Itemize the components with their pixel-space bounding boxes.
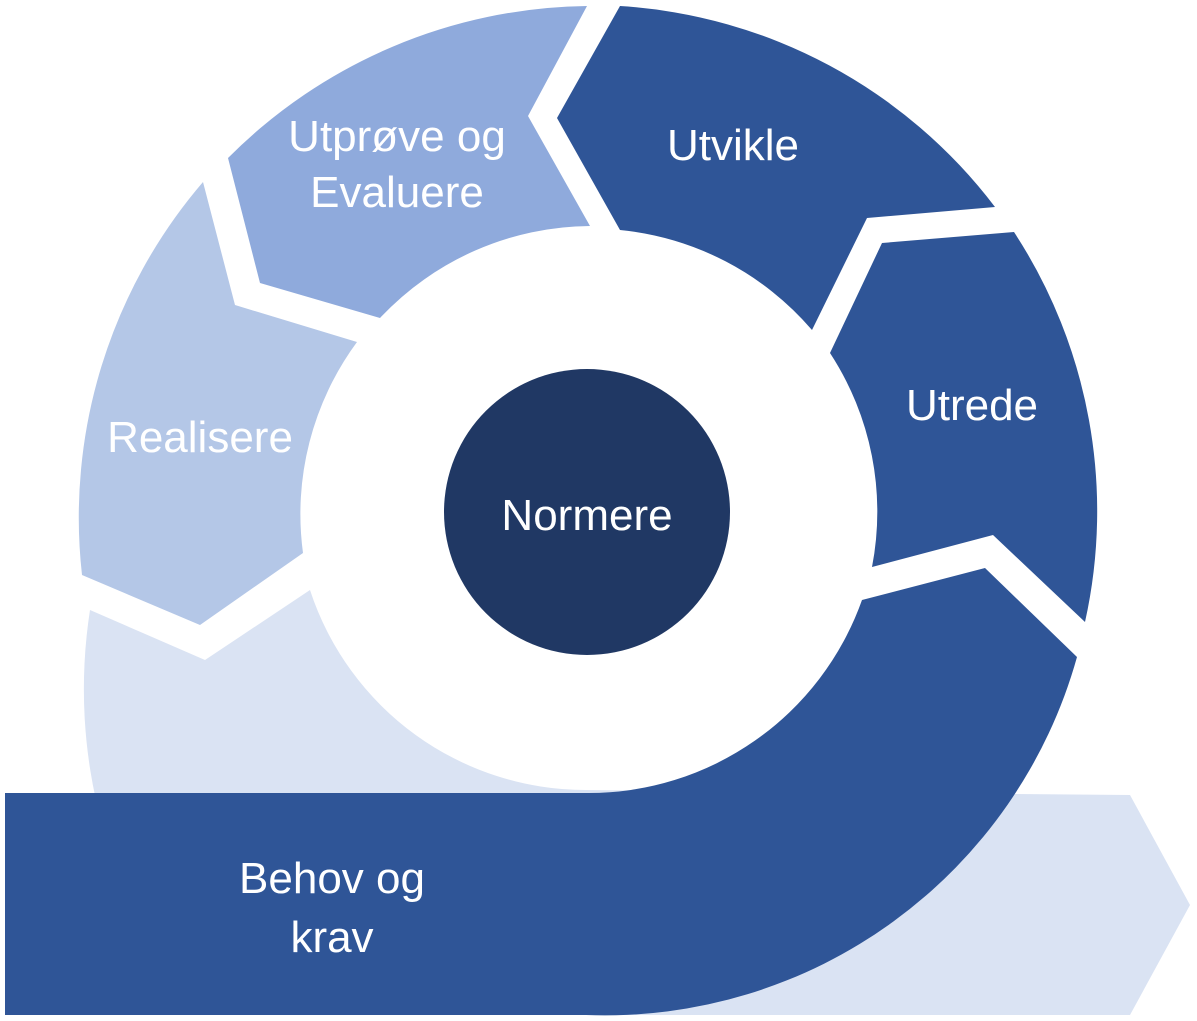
center-circle [444, 369, 730, 655]
utvikle-segment [557, 6, 995, 330]
behov-segment [5, 568, 1077, 1016]
utprove-label-line2: Evaluere [310, 168, 484, 217]
realisere-segment [78, 182, 358, 625]
behov-label-line2: krav [290, 913, 373, 962]
utvikle-label: Utvikle [667, 121, 799, 170]
utprove-segment [228, 6, 590, 318]
center-label: Normere [501, 491, 672, 540]
utrede-label: Utrede [906, 381, 1038, 430]
behov-label-line1: Behov og [239, 854, 425, 903]
utprove-label-line1: Utprøve og [288, 112, 506, 161]
utrede-segment [830, 232, 1098, 622]
realisere-label: Realisere [107, 413, 293, 462]
